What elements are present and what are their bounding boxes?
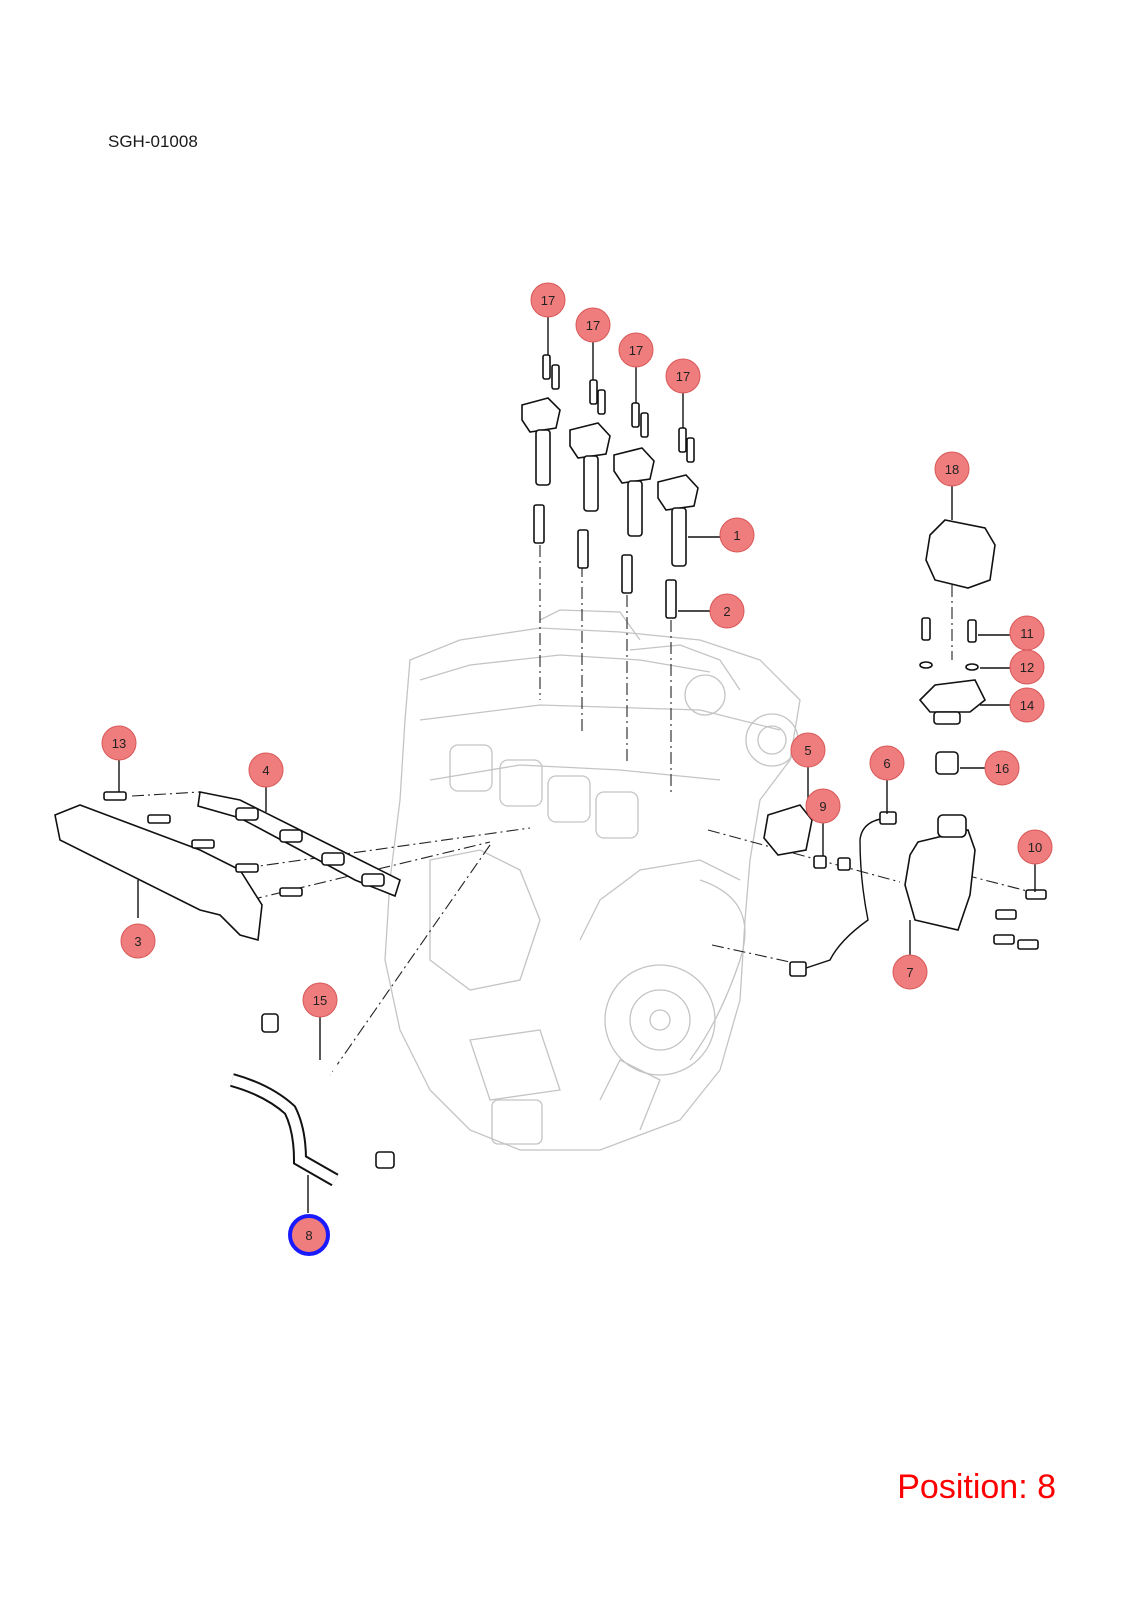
cover-plate bbox=[763, 804, 813, 856]
heat-shield bbox=[54, 804, 263, 942]
svg-text:17: 17 bbox=[541, 293, 555, 308]
fuel-line bbox=[763, 804, 897, 977]
ignition-coil bbox=[657, 474, 699, 619]
callout-2[interactable]: 2 bbox=[709, 593, 745, 629]
fuel-rail bbox=[54, 791, 401, 942]
ignition-coil bbox=[613, 447, 655, 594]
ignition-coil bbox=[569, 422, 611, 569]
svg-text:18: 18 bbox=[945, 462, 959, 477]
svg-text:7: 7 bbox=[906, 965, 913, 980]
bolt bbox=[147, 814, 171, 824]
svg-text:5: 5 bbox=[804, 743, 811, 758]
callout-9[interactable]: 9 bbox=[805, 788, 841, 824]
callout-17[interactable]: 17 bbox=[575, 307, 611, 343]
tappet bbox=[935, 751, 959, 775]
callout-13[interactable]: 13 bbox=[101, 725, 137, 761]
bolt bbox=[103, 791, 127, 801]
alignment-lines bbox=[131, 545, 1036, 1076]
bolt bbox=[235, 863, 259, 873]
callout-15[interactable]: 15 bbox=[302, 982, 338, 1018]
washer bbox=[919, 661, 933, 669]
reference-code: SGH-01008 bbox=[108, 132, 198, 151]
pump-cover bbox=[925, 519, 996, 589]
svg-text:11: 11 bbox=[1020, 626, 1034, 641]
svg-text:2: 2 bbox=[723, 604, 730, 619]
svg-text:16: 16 bbox=[995, 761, 1009, 776]
callout-17[interactable]: 17 bbox=[665, 358, 701, 394]
bolt bbox=[1025, 889, 1047, 900]
bolt bbox=[542, 354, 551, 380]
svg-text:17: 17 bbox=[586, 318, 600, 333]
svg-text:4: 4 bbox=[262, 763, 269, 778]
fuel-pump-assembly bbox=[904, 519, 1047, 950]
callout-7[interactable]: 7 bbox=[892, 954, 928, 990]
callout-12[interactable]: 12 bbox=[1009, 649, 1045, 685]
position-label: Position: 8 bbox=[897, 1468, 1056, 1506]
callouts: 17 17 17 17 1 2 18 11 12 14 16 13 4 5 9 … bbox=[101, 282, 1053, 1256]
svg-text:17: 17 bbox=[676, 369, 690, 384]
callout-16[interactable]: 16 bbox=[984, 750, 1020, 786]
bolt bbox=[993, 934, 1015, 945]
callout-4[interactable]: 4 bbox=[248, 752, 284, 788]
callout-1[interactable]: 1 bbox=[719, 517, 755, 553]
washer bbox=[965, 663, 979, 671]
bolt bbox=[589, 379, 598, 405]
svg-text:15: 15 bbox=[313, 993, 327, 1008]
callout-8-selected[interactable]: 8 bbox=[288, 1214, 330, 1256]
fuel-pump bbox=[918, 679, 987, 713]
bolt bbox=[640, 412, 649, 438]
ignition-coil bbox=[521, 397, 561, 544]
callout-11[interactable]: 11 bbox=[1009, 615, 1045, 651]
bolt bbox=[551, 364, 560, 390]
callout-10[interactable]: 10 bbox=[1017, 829, 1053, 865]
bolt bbox=[995, 909, 1017, 920]
bolt bbox=[279, 887, 303, 897]
svg-text:9: 9 bbox=[819, 799, 826, 814]
svg-text:13: 13 bbox=[112, 736, 126, 751]
svg-text:10: 10 bbox=[1028, 840, 1042, 855]
callout-17[interactable]: 17 bbox=[618, 332, 654, 368]
pump-mounting-bracket bbox=[904, 829, 976, 931]
dowel bbox=[837, 857, 851, 871]
svg-text:17: 17 bbox=[629, 343, 643, 358]
callout-17[interactable]: 17 bbox=[530, 282, 566, 318]
bolt bbox=[191, 839, 215, 849]
ignition-coils bbox=[521, 354, 699, 619]
svg-text:12: 12 bbox=[1020, 660, 1034, 675]
hoses bbox=[230, 1013, 395, 1187]
svg-text:3: 3 bbox=[134, 934, 141, 949]
callout-5[interactable]: 5 bbox=[790, 732, 826, 768]
bolt bbox=[921, 617, 931, 641]
callout-18[interactable]: 18 bbox=[934, 451, 970, 487]
hose-8 bbox=[230, 1073, 339, 1187]
engine-block-outline bbox=[384, 609, 801, 1151]
bolt bbox=[597, 389, 606, 415]
svg-text:6: 6 bbox=[883, 756, 890, 771]
bolt bbox=[678, 427, 687, 453]
svg-text:14: 14 bbox=[1020, 698, 1034, 713]
svg-text:1: 1 bbox=[733, 528, 740, 543]
callout-6[interactable]: 6 bbox=[869, 745, 905, 781]
bolt bbox=[686, 437, 695, 463]
dowel bbox=[813, 855, 827, 869]
callout-14[interactable]: 14 bbox=[1009, 687, 1045, 723]
svg-text:8: 8 bbox=[305, 1228, 312, 1243]
bolt bbox=[631, 402, 640, 428]
bolt bbox=[1017, 939, 1039, 950]
callout-3[interactable]: 3 bbox=[120, 923, 156, 959]
bolt bbox=[967, 619, 977, 643]
